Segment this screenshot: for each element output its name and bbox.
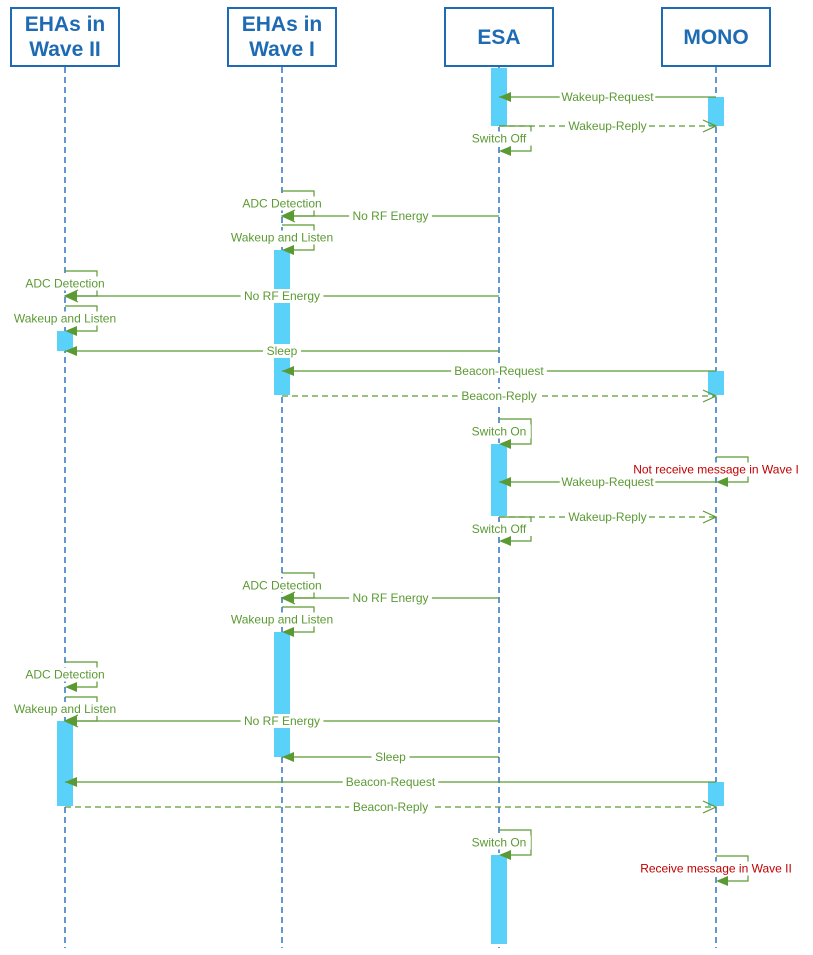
arrowhead (716, 477, 728, 487)
self-message-label: Wakeup and Listen (231, 231, 333, 245)
arrowhead (282, 245, 294, 255)
message-label-bg (371, 750, 410, 764)
arrowhead (65, 326, 77, 336)
self-message-label: Not receive message in Wave I (633, 463, 799, 477)
message-label-bg (559, 475, 656, 489)
message-label-bg (342, 775, 439, 789)
arrowhead (280, 591, 296, 605)
self-message-label-bg (224, 612, 340, 627)
self-message-label: Receive message in Wave II (640, 862, 792, 876)
message-label: Sleep (267, 344, 298, 358)
self-message-label: Wakeup and Listen (14, 312, 116, 326)
activation-bar (708, 371, 724, 395)
activation-bar (491, 855, 507, 944)
arrowhead (716, 876, 728, 886)
message-label-bg (240, 714, 324, 728)
message-label-bg (349, 800, 432, 814)
message-label-bg (559, 90, 656, 104)
self-message-label-bg (7, 702, 123, 716)
arrowhead (65, 777, 77, 787)
message-label: Wakeup-Reply (568, 510, 646, 524)
self-message-label-bg (464, 131, 534, 146)
arrowhead (63, 714, 79, 728)
self-message-label-bg (467, 835, 531, 850)
activation-bar (491, 444, 507, 516)
self-message-label-bg (7, 311, 123, 326)
self-message-label-bg (464, 522, 534, 536)
message-label: Wakeup-Request (561, 90, 654, 104)
message-label: Beacon-Request (346, 775, 436, 789)
message-label: Beacon-Reply (353, 800, 428, 814)
message-label: No RF Energy (352, 209, 428, 223)
arrowhead (65, 682, 77, 692)
message-label-bg (263, 344, 301, 358)
self-message-label-bg (237, 196, 327, 211)
self-message-label-bg (224, 230, 340, 245)
message-label: Beacon-Request (454, 364, 544, 378)
self-message-label: Switch Off (472, 132, 527, 146)
self-message-label-bg (20, 667, 110, 682)
activation-bar (708, 97, 724, 126)
arrowhead (65, 346, 77, 356)
arrowhead (499, 850, 511, 860)
message-label: Wakeup-Reply (568, 119, 646, 133)
arrowhead (702, 800, 718, 814)
self-message-line (499, 829, 532, 856)
message-label-bg (566, 119, 649, 133)
message-label: No RF Energy (352, 591, 428, 605)
arrowhead (280, 209, 296, 223)
arrowhead (702, 510, 718, 524)
arrowhead (499, 477, 511, 487)
activation-bar (57, 721, 73, 806)
arrowhead (702, 119, 718, 133)
self-message-label: ADC Detection (242, 579, 321, 593)
activation-bar (57, 331, 73, 351)
participant-mono: MONO (661, 7, 771, 67)
message-label-bg (566, 510, 649, 524)
self-message-label-bg (20, 276, 110, 291)
self-message-label-bg (629, 861, 803, 876)
self-message-label: Wakeup and Listen (231, 613, 333, 627)
message-label: Wakeup-Request (561, 475, 654, 489)
arrowhead (282, 627, 294, 637)
arrowhead (63, 289, 79, 303)
self-message-label-bg (237, 578, 327, 593)
self-message-label: ADC Detection (25, 277, 104, 291)
self-message-label: ADC Detection (242, 197, 321, 211)
arrowhead (702, 389, 718, 403)
activation-bar (274, 632, 290, 757)
participant-ehas-wave-2: EHAs in Wave II (10, 7, 120, 67)
message-label-bg (240, 289, 324, 303)
message-label: No RF Energy (244, 714, 320, 728)
message-label-bg (457, 389, 541, 403)
message-label-bg (451, 364, 547, 378)
arrowhead (282, 366, 294, 376)
arrowhead (499, 92, 511, 102)
self-message-label: Switch On (472, 425, 527, 439)
message-label: Sleep (375, 750, 406, 764)
self-message-label: Switch On (472, 836, 527, 850)
arrowhead (499, 439, 511, 449)
arrowhead (499, 146, 511, 156)
self-message-label: ADC Detection (25, 668, 104, 682)
message-label-bg (349, 209, 432, 223)
self-message-label: Switch Off (472, 522, 527, 536)
self-message-label-bg (467, 424, 531, 439)
self-message-line (499, 418, 532, 445)
activation-bar (274, 250, 290, 395)
message-label: No RF Energy (244, 289, 320, 303)
activation-bar (708, 782, 724, 806)
self-message-label: Wakeup and Listen (14, 702, 116, 716)
message-label: Beacon-Reply (461, 389, 536, 403)
arrowhead (499, 536, 511, 546)
arrowhead (282, 752, 294, 762)
message-label-bg (349, 591, 432, 605)
participant-ehas-wave-1: EHAs in Wave I (227, 7, 337, 67)
participant-esa: ESA (444, 7, 554, 67)
self-message-label-bg (620, 462, 812, 477)
